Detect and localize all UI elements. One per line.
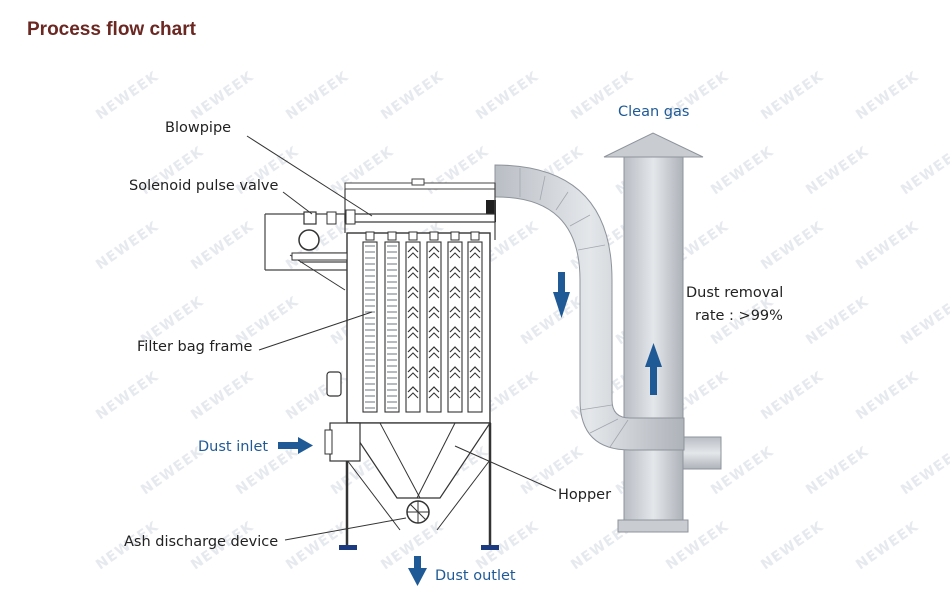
svg-text:NEWEEK: NEWEEK [803,443,872,498]
svg-text:NEWEEK: NEWEEK [283,368,352,423]
svg-text:NEWEEK: NEWEEK [758,218,827,273]
stack-up-arrow [645,343,662,395]
svg-text:NEWEEK: NEWEEK [898,443,950,498]
filter-bag [405,241,421,413]
duct-pipe [486,164,685,451]
page-title: Process flow chart [27,19,196,40]
flow-arrows [278,272,662,586]
svg-text:NEWEEK: NEWEEK [758,368,827,423]
svg-text:NEWEEK: NEWEEK [708,143,777,198]
label-dust-inlet: Dust inlet [198,439,268,455]
svg-text:NEWEEK: NEWEEK [758,518,827,573]
svg-text:NEWEEK: NEWEEK [283,68,352,123]
svg-text:NEWEEK: NEWEEK [423,143,492,198]
label-dust-removal: Dust removal [686,285,783,301]
svg-text:NEWEEK: NEWEEK [378,518,447,573]
svg-text:NEWEEK: NEWEEK [93,368,162,423]
filter-bag [362,241,378,413]
filter-bag [447,241,463,413]
svg-text:NEWEEK: NEWEEK [188,218,257,273]
svg-text:NEWEEK: NEWEEK [138,443,207,498]
svg-text:NEWEEK: NEWEEK [853,68,922,123]
svg-text:NEWEEK: NEWEEK [328,143,397,198]
svg-text:NEWEEK: NEWEEK [803,143,872,198]
duct-down-arrow [553,272,570,318]
filter-bag [467,241,483,413]
collector-body [264,178,499,550]
svg-text:NEWEEK: NEWEEK [378,68,447,123]
label-filter-bag-frame: Filter bag frame [137,339,252,355]
label-ash-discharge-device: Ash discharge device [124,534,278,550]
label-hopper: Hopper [558,487,611,503]
label-dust-outlet: Dust outlet [435,568,516,584]
svg-text:NEWEEK: NEWEEK [853,518,922,573]
svg-text:NEWEEK: NEWEEK [898,293,950,348]
svg-text:NEWEEK: NEWEEK [853,218,922,273]
label-dust-removal-rate: rate : >99% [695,308,783,324]
svg-text:NEWEEK: NEWEEK [93,218,162,273]
leader-lines [246,135,557,541]
filter-bag [426,241,442,413]
svg-text:NEWEEK: NEWEEK [473,68,542,123]
svg-text:NEWEEK: NEWEEK [758,68,827,123]
label-solenoid-pulse-valve: Solenoid pulse valve [129,178,279,194]
svg-text:NEWEEK: NEWEEK [853,368,922,423]
watermark: NEWEEK NEWEEK NEWEEK NEWEEK NEWEEK NEWEEK NEWE… [93,68,950,573]
svg-text:NEWEEK: NEWEEK [518,293,587,348]
svg-text:NEWEEK: NEWEEK [188,68,257,123]
svg-text:NEWEEK: NEWEEK [93,68,162,123]
label-blowpipe: Blowpipe [165,120,231,136]
dust-inlet-arrow [278,437,313,454]
chimney-stack [603,132,722,533]
dust-outlet-arrow [408,556,427,586]
svg-text:NEWEEK: NEWEEK [898,143,950,198]
label-clean-gas: Clean gas [618,104,689,120]
svg-text:NEWEEK: NEWEEK [188,368,257,423]
filter-bag [384,241,400,413]
svg-text:NEWEEK: NEWEEK [803,293,872,348]
